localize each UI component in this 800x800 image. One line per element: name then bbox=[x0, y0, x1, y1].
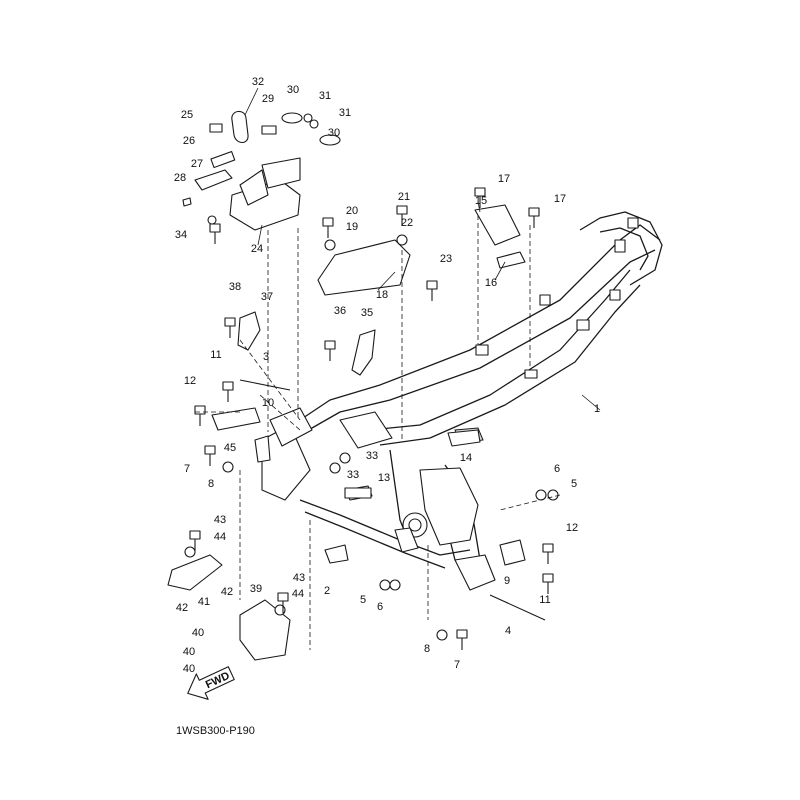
callout-8: 8 bbox=[424, 643, 430, 655]
callout-3: 3 bbox=[263, 351, 269, 363]
callout-15: 15 bbox=[475, 195, 487, 207]
callout-8: 8 bbox=[208, 478, 214, 490]
callout-7: 7 bbox=[454, 659, 460, 671]
bolt-icon bbox=[224, 317, 236, 338]
bolt-icon bbox=[396, 205, 408, 226]
callout-39: 39 bbox=[250, 583, 262, 595]
bolt-icon bbox=[542, 573, 554, 594]
callout-40: 40 bbox=[192, 627, 204, 639]
callout-23: 23 bbox=[440, 253, 452, 265]
callout-6: 6 bbox=[554, 463, 560, 475]
callout-35: 35 bbox=[361, 307, 373, 319]
callout-17: 17 bbox=[554, 193, 566, 205]
callout-34: 34 bbox=[175, 229, 187, 241]
fwd-label: FWD bbox=[204, 670, 232, 691]
callout-37: 37 bbox=[261, 291, 273, 303]
bolt-icon bbox=[209, 223, 221, 244]
bolt-icon bbox=[277, 592, 289, 613]
callout-12: 12 bbox=[184, 375, 196, 387]
callout-38: 38 bbox=[229, 281, 241, 293]
callout-2: 2 bbox=[324, 585, 330, 597]
callout-31: 31 bbox=[339, 107, 351, 119]
callout-layer: 1234556677889101111121213141516171718192… bbox=[174, 76, 600, 675]
bolt-icon bbox=[322, 217, 334, 238]
callout-30: 30 bbox=[287, 84, 299, 96]
bolt-icon bbox=[542, 543, 554, 564]
bolt-icon bbox=[474, 187, 486, 208]
small-parts bbox=[167, 204, 559, 661]
callout-31: 31 bbox=[319, 90, 331, 102]
callout-41: 41 bbox=[198, 596, 210, 608]
callout-33: 33 bbox=[366, 450, 378, 462]
bolt-icon bbox=[426, 280, 438, 301]
fitment-lines bbox=[195, 215, 561, 650]
callout-19: 19 bbox=[346, 221, 358, 233]
leader-lines bbox=[244, 87, 601, 411]
callout-24: 24 bbox=[251, 243, 263, 255]
bolt-icon bbox=[456, 629, 468, 650]
diagram-code: 1WSB300-P190 bbox=[176, 725, 255, 737]
callout-25: 25 bbox=[181, 109, 193, 121]
callout-5: 5 bbox=[571, 478, 577, 490]
callout-7: 7 bbox=[184, 463, 190, 475]
bolt-icon bbox=[204, 445, 216, 466]
callout-29: 29 bbox=[262, 93, 274, 105]
callout-22: 22 bbox=[401, 217, 413, 229]
callout-28: 28 bbox=[174, 172, 186, 184]
bolt-group bbox=[189, 187, 554, 650]
callout-45: 45 bbox=[224, 442, 236, 454]
ecu-bracket-assembly bbox=[182, 110, 341, 231]
callout-6: 6 bbox=[377, 601, 383, 613]
callout-12: 12 bbox=[566, 522, 578, 534]
callout-9: 9 bbox=[504, 575, 510, 587]
callout-1: 1 bbox=[594, 403, 600, 415]
callout-30: 30 bbox=[328, 127, 340, 139]
callout-43: 43 bbox=[293, 572, 305, 584]
callout-33: 33 bbox=[347, 469, 359, 481]
bolt-icon bbox=[189, 530, 201, 551]
callout-32: 32 bbox=[252, 76, 264, 88]
bolt-icon bbox=[528, 207, 540, 228]
callout-43: 43 bbox=[214, 514, 226, 526]
callout-26: 26 bbox=[183, 135, 195, 147]
callout-40: 40 bbox=[183, 663, 195, 675]
callout-13: 13 bbox=[378, 472, 390, 484]
bolt-icon bbox=[194, 405, 206, 426]
callout-21: 21 bbox=[398, 191, 410, 203]
callout-20: 20 bbox=[346, 205, 358, 217]
bolt-icon bbox=[324, 340, 336, 361]
callout-36: 36 bbox=[334, 305, 346, 317]
callout-17: 17 bbox=[498, 173, 510, 185]
callout-44: 44 bbox=[292, 588, 304, 600]
callout-40: 40 bbox=[183, 646, 195, 658]
callout-16: 16 bbox=[485, 277, 497, 289]
callout-14: 14 bbox=[460, 452, 472, 464]
callout-42: 42 bbox=[176, 602, 188, 614]
callout-10: 10 bbox=[262, 397, 274, 409]
main-frame bbox=[261, 211, 663, 591]
callout-4: 4 bbox=[505, 625, 511, 637]
callout-18: 18 bbox=[376, 289, 388, 301]
callout-44: 44 bbox=[214, 531, 226, 543]
callout-27: 27 bbox=[191, 158, 203, 170]
callout-11: 11 bbox=[210, 349, 221, 361]
callout-42: 42 bbox=[221, 586, 233, 598]
callout-5: 5 bbox=[360, 594, 366, 606]
callout-11: 11 bbox=[539, 594, 550, 606]
bolt-icon bbox=[222, 381, 234, 402]
